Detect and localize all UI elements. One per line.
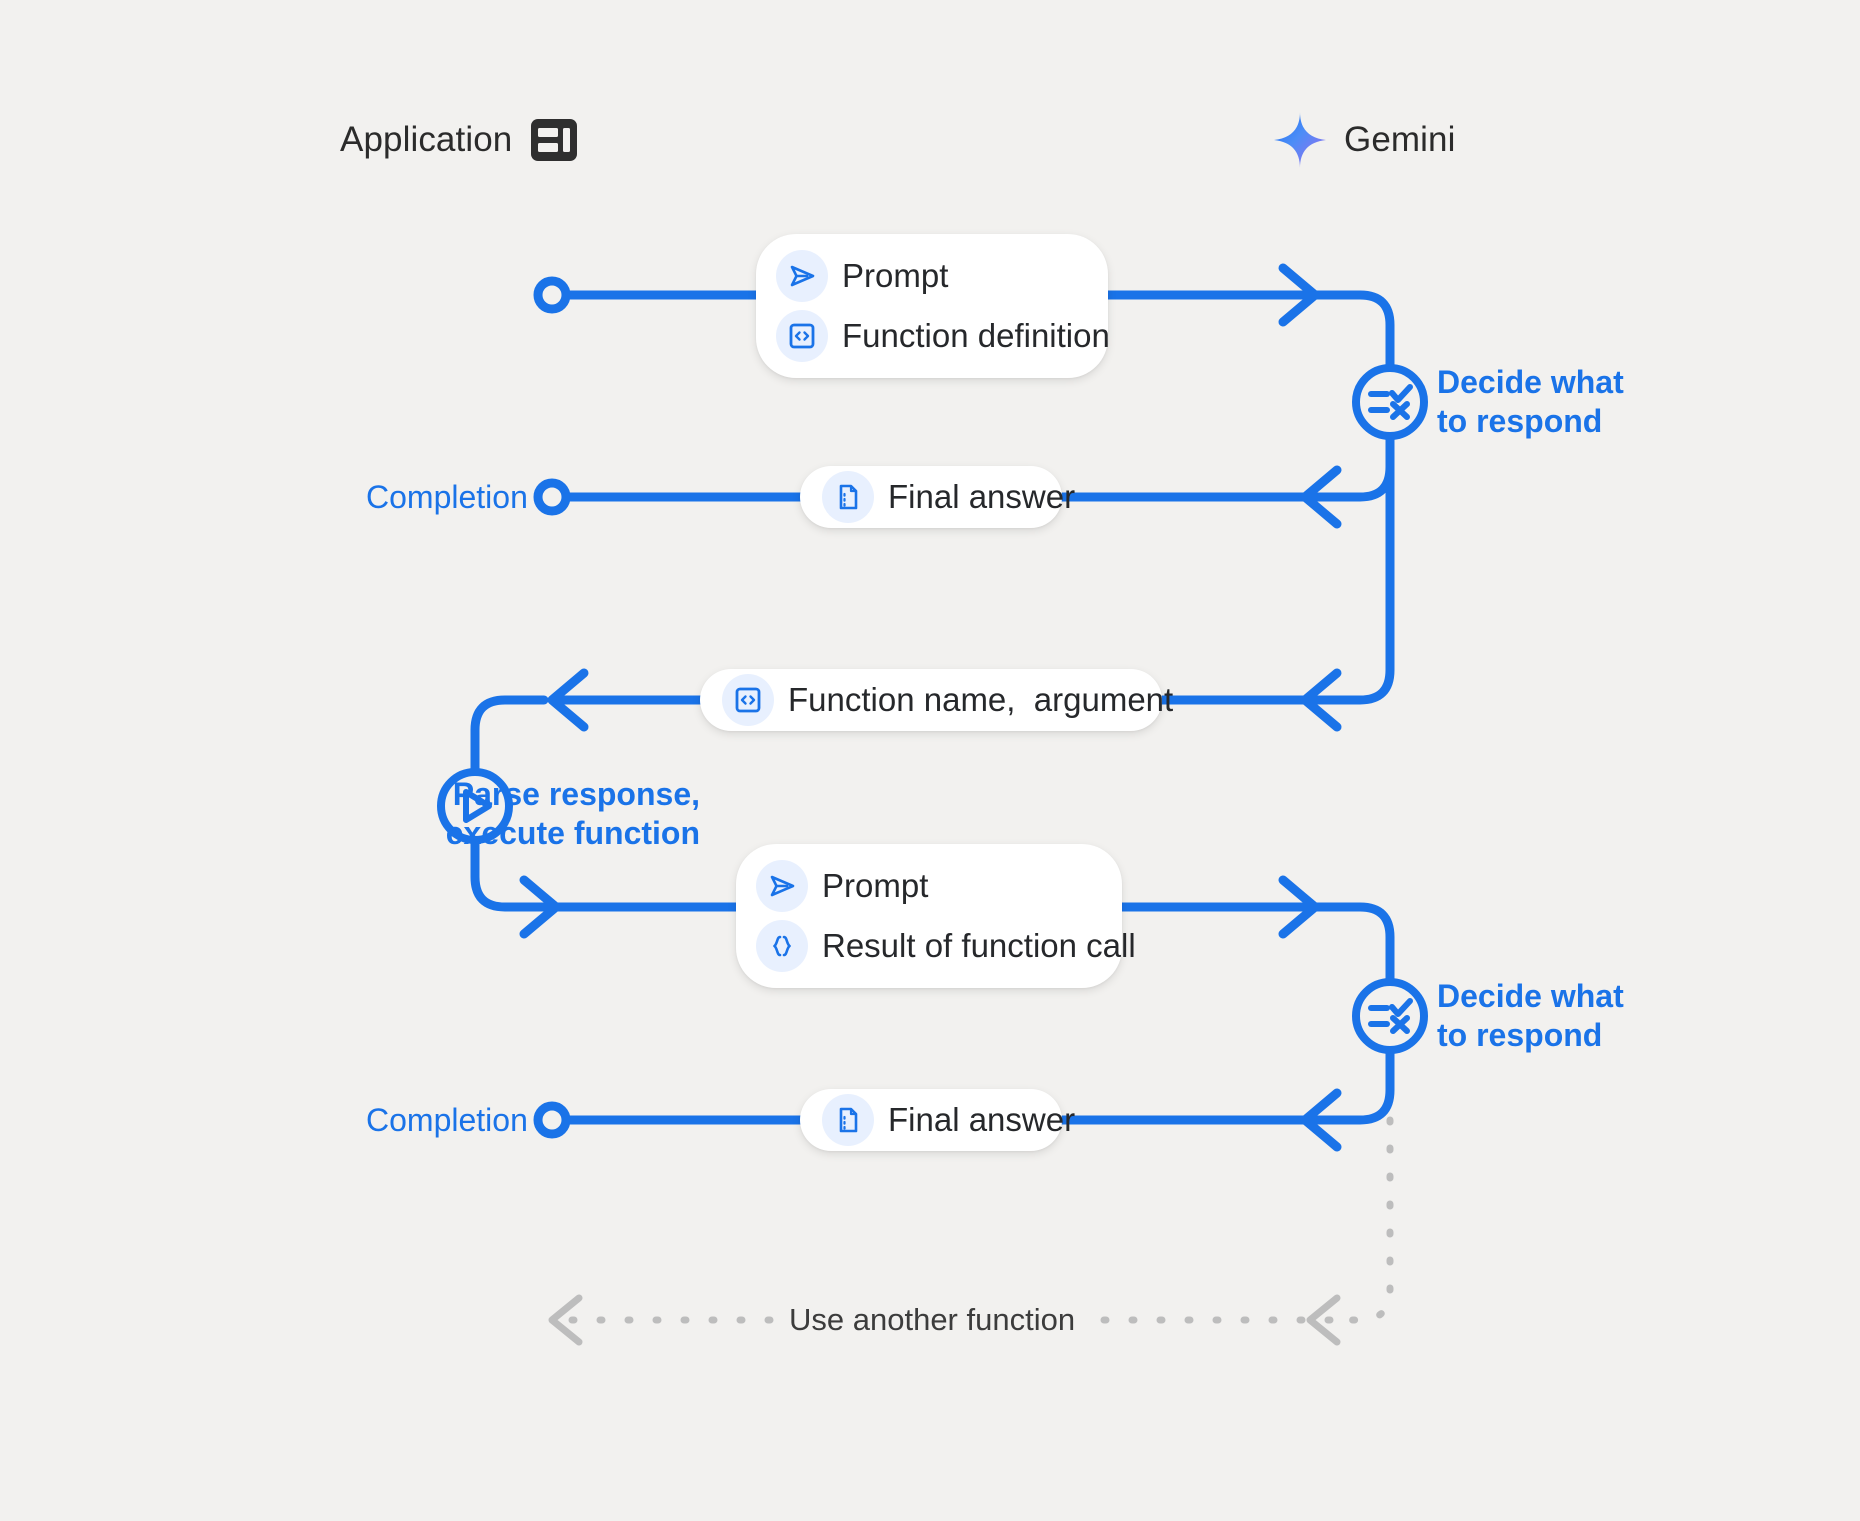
dashed-loop-right-riser	[1326, 1116, 1394, 1324]
document-icon	[822, 1094, 874, 1146]
dashed-arrowhead-gemini	[1306, 1294, 1341, 1346]
annotation-parse-execute: Parse response, execute function	[445, 776, 700, 852]
wire-app-down-through-play	[470, 695, 549, 777]
bubble-row-label: Prompt	[842, 257, 949, 294]
play-execute-icon	[437, 768, 513, 844]
bubble-row-label: Result of function call	[822, 927, 1136, 964]
bubble-row: Function definition	[776, 310, 1110, 362]
checklist-decide-icon-2	[1352, 978, 1428, 1054]
arrowhead-to-app-final-1	[1300, 465, 1342, 529]
arrowhead-to-app-function-name	[1300, 668, 1342, 732]
arrowhead-to-gemini-1	[1278, 263, 1320, 327]
endpoint-dot-completion-1	[533, 478, 571, 516]
dashed-arrowhead-app	[548, 1294, 583, 1346]
app-layout-icon	[531, 119, 578, 161]
endpoint-label-completion-1: Completion	[366, 479, 528, 515]
wire-gemini-down-to-decide-2	[1285, 902, 1395, 987]
wire-decide1-branch-final-1	[1325, 431, 1395, 502]
endpoint-label-completion-2: Completion	[366, 1102, 528, 1138]
annotation-decide-1: Decide what to respond	[1437, 364, 1624, 440]
wire-gemini-down-to-decide-1	[1285, 290, 1395, 373]
bubble-row-label: Prompt	[822, 867, 929, 904]
wire-decide2-branch-final-2	[1325, 1045, 1395, 1125]
message-bubble-prompt-result-of-function-call[interactable]: Prompt Result of function call	[736, 844, 1136, 988]
code-brackets-icon	[722, 674, 774, 726]
bubble-row: Prompt	[776, 250, 1080, 302]
message-bubble-prompt-function-definition[interactable]: Prompt Function definition	[756, 234, 1110, 378]
annotation-decide-2: Decide what to respond	[1437, 978, 1624, 1054]
arrowhead-to-app-left-1	[547, 668, 589, 732]
loop-label-use-another-function: Use another function	[775, 1302, 1090, 1338]
bubble-row: Final answer	[822, 1089, 1075, 1151]
code-brackets-icon	[776, 310, 828, 362]
document-icon	[822, 471, 874, 523]
bubble-row-label: Function name, argument	[788, 681, 1174, 718]
bubble-row-label: Final answer	[888, 478, 1076, 515]
bubble-row: Prompt	[756, 860, 1094, 912]
actor-gemini-label: Gemini	[1344, 120, 1456, 159]
endpoint-dot-completion-2	[533, 1101, 571, 1139]
wire-play-down-to-prompt2	[470, 835, 565, 912]
bubble-row: Result of function call	[756, 920, 1136, 972]
message-bubble-function-name-argument[interactable]: Function name, argument	[700, 669, 1173, 731]
bubble-row: Function name, argument	[722, 669, 1173, 731]
actor-gemini: Gemini	[1274, 112, 1455, 168]
send-prompt-icon	[776, 250, 828, 302]
actor-application-label: Application	[340, 120, 513, 159]
wire-decide-1-down	[1315, 431, 1395, 705]
message-bubble-final-answer-2[interactable]: Final answer	[800, 1089, 1075, 1151]
arrowhead-to-app-final-2	[1300, 1088, 1342, 1152]
bubble-row-label: Function definition	[842, 317, 1110, 354]
curly-braces-icon	[756, 920, 808, 972]
arrowhead-from-app-right	[519, 875, 561, 939]
bubble-row: Final answer	[822, 466, 1075, 528]
message-bubble-final-answer-1[interactable]: Final answer	[800, 466, 1075, 528]
send-prompt-icon	[756, 860, 808, 912]
endpoint-dot-prompt-1	[533, 276, 571, 314]
checklist-decide-icon-1	[1352, 364, 1428, 440]
gemini-spark-icon	[1274, 112, 1326, 168]
actor-application: Application	[340, 118, 578, 162]
bubble-row-label: Final answer	[888, 1101, 1076, 1138]
arrowhead-to-gemini-2	[1278, 875, 1320, 939]
